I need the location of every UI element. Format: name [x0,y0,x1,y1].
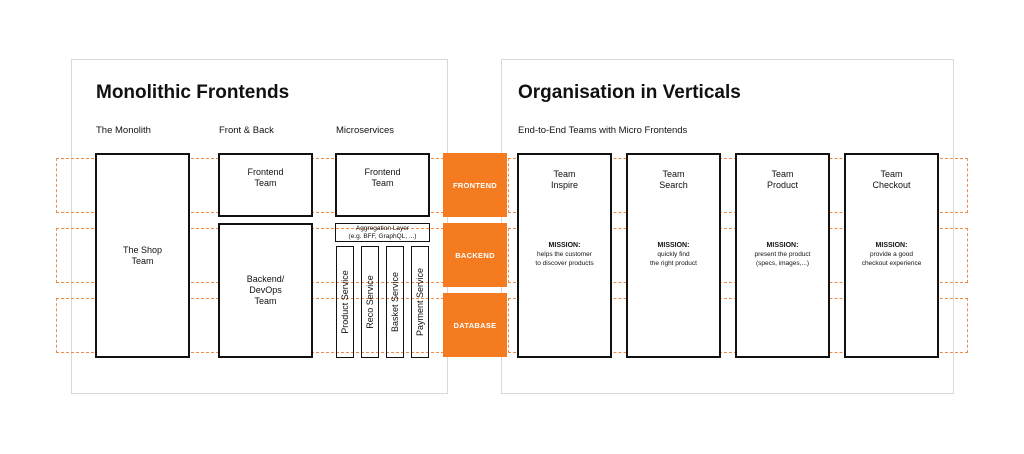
team-name-search: Team Search [659,169,688,190]
monolith-box: The Shop Team [95,153,190,358]
team-name-product: Team Product [766,169,799,190]
team-name-checkout: Team Checkout [872,169,911,190]
left-title: Monolithic Frontends [96,82,290,103]
column-heading-microservices: Microservices [336,125,395,136]
aggregation-layer-label: Aggregation Layer (e.g. BFF, GraphQL, ..… [348,225,417,240]
service-label-reco: Reco Service [365,275,375,329]
team-mission-search: MISSION: quickly find the right product [650,242,697,267]
service-box-product: Product Service [336,246,354,358]
team-column-inspire: Team Inspire MISSION: helps the customer… [517,153,612,358]
service-label-payment: Payment Service [415,267,425,337]
column-heading-monolith: The Monolith [96,125,151,136]
frontend-team-label: Frontend Team [247,167,284,188]
backend-team-label: Backend/ DevOps Team [246,274,285,306]
right-title: Organisation in Verticals [518,82,741,103]
backend-team-box: Backend/ DevOps Team [218,223,313,358]
micro-frontend-team-label: Frontend Team [364,167,401,188]
service-box-basket: Basket Service [386,246,404,358]
service-box-payment: Payment Service [411,246,429,358]
team-column-product: Team Product MISSION: present the produc… [735,153,830,358]
team-mission-checkout: MISSION: provide a good checkout experie… [861,242,922,267]
layer-label-backend: BACKEND [443,223,507,287]
layer-label-database: DATABASE [443,293,507,357]
service-box-reco: Reco Service [361,246,379,358]
team-mission-inspire: MISSION: helps the customer to discover … [535,242,594,267]
aggregation-layer-box: Aggregation Layer (e.g. BFF, GraphQL, ..… [335,223,430,242]
team-column-checkout: Team Checkout MISSION: provide a good ch… [844,153,939,358]
monolith-label: The Shop Team [122,244,163,266]
team-name-inspire: Team Inspire [550,169,578,190]
team-mission-product: MISSION: present the product (specs, ima… [754,242,811,267]
service-label-basket: Basket Service [390,271,400,333]
frontend-team-box: Frontend Team [218,153,313,217]
micro-frontend-team-box: Frontend Team [335,153,430,217]
team-column-search: Team Search MISSION: quickly find the ri… [626,153,721,358]
service-label-product: Product Service [340,270,350,334]
column-heading-front-back: Front & Back [219,125,274,136]
right-subtitle: End-to-End Teams with Micro Frontends [518,125,688,136]
layer-label-frontend: FRONTEND [443,153,507,217]
